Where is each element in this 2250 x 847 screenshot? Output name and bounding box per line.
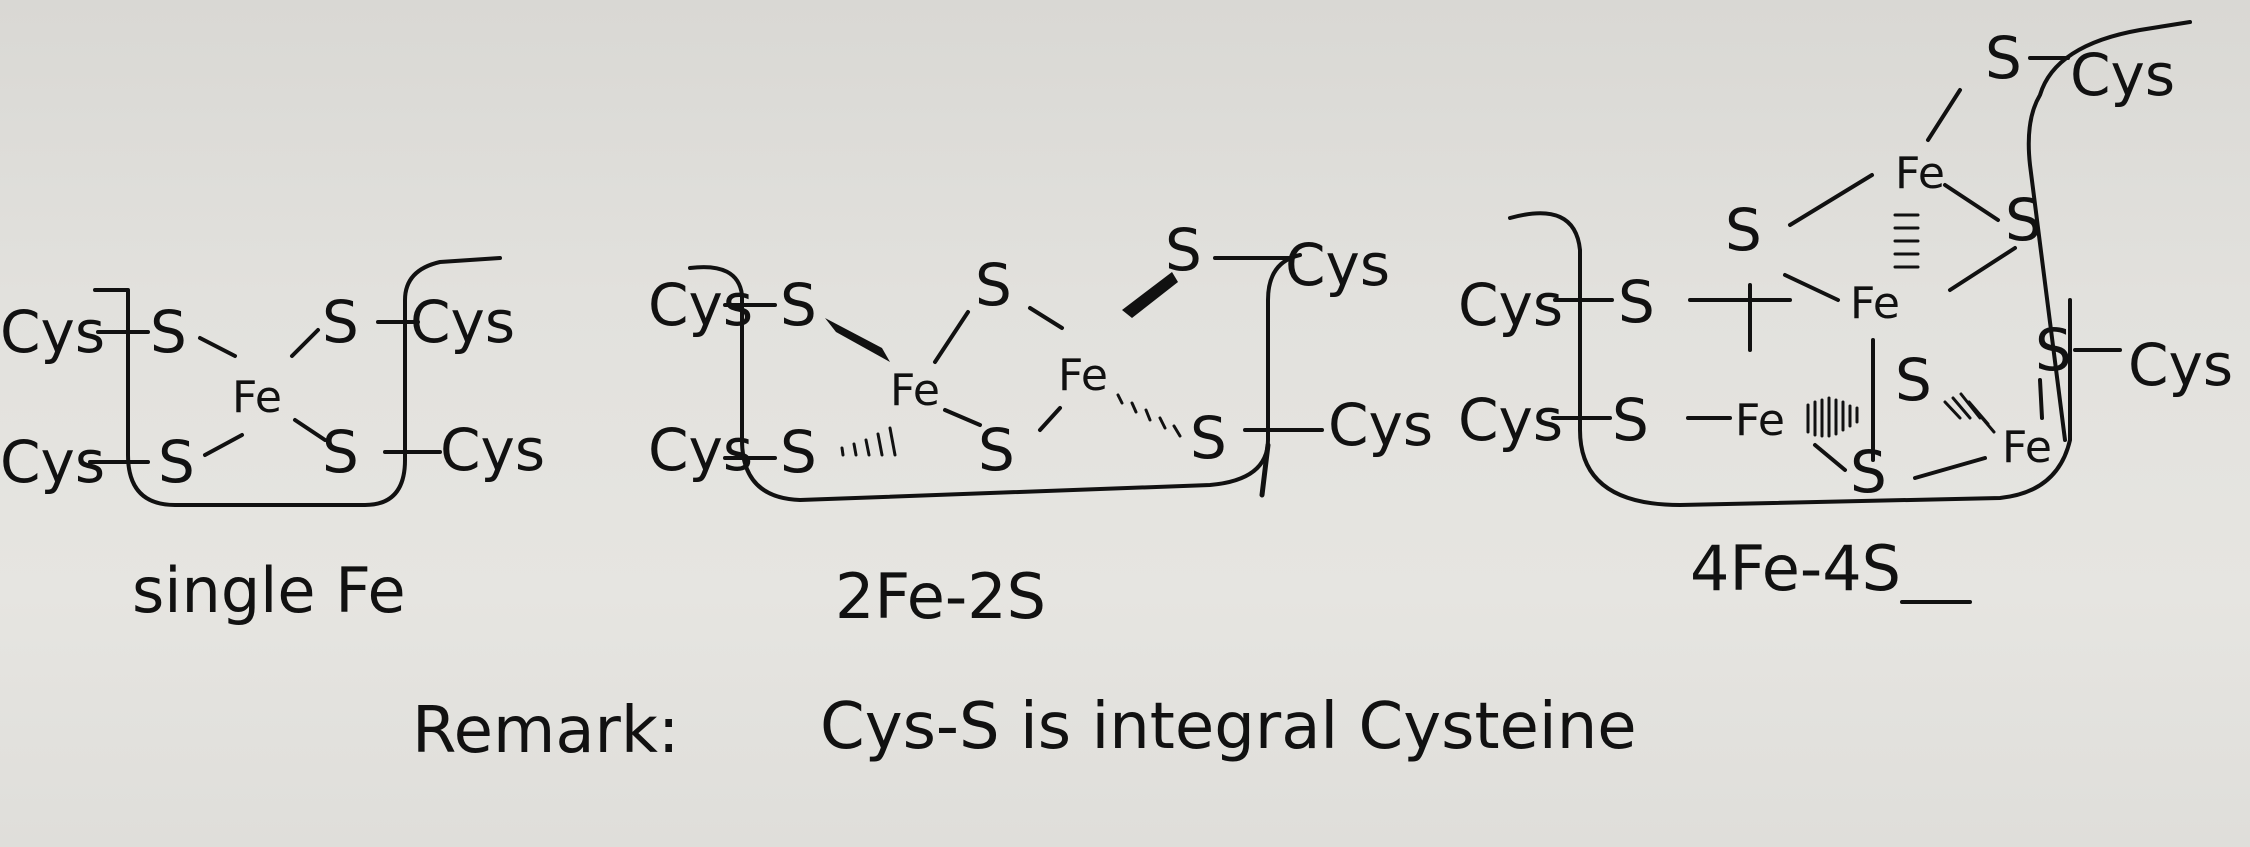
four-fe-cys-top: Cys (2070, 41, 2175, 109)
remark-text: Cys-S is integral Cysteine (820, 690, 1637, 764)
single-fe-s-bottom-left: S (158, 428, 195, 496)
four-fe-bond-fe-top-s-right (1943, 183, 2000, 222)
single-fe-s-bottom-right: S (322, 418, 359, 486)
two-fe-cys-top-right: Cys (1285, 231, 1390, 299)
single-fe-s-top-right: S (322, 288, 359, 356)
remark-label: Remark: (412, 694, 679, 768)
single-fe-cys-bottom-left: Cys (0, 428, 105, 496)
single-fe-bond-s-bl (203, 433, 244, 457)
single-fe-s-top-left: S (150, 298, 187, 366)
two-fe-wedge-left (825, 318, 890, 362)
single-fe-iron: Fe (232, 372, 282, 423)
four-fe-cys-top-left: Cys (1458, 271, 1563, 339)
four-fe-backbone-upper (2026, 20, 2192, 442)
two-fe-cys-bottom-left: Cys (648, 416, 753, 484)
four-fe-bond-s-fe-top (1926, 88, 1962, 142)
single-fe-bond-s-br (293, 418, 327, 442)
two-fe-iron-left: Fe (890, 365, 940, 416)
four-fe-bond-s-bottom-fe-right (1913, 456, 1987, 480)
four-fe-s-core-right: S (2005, 186, 2042, 254)
two-fe-hash-right (1116, 393, 1182, 438)
two-fe-caption: 2Fe-2S (835, 560, 1046, 633)
four-fe-hash-fe-left (1806, 396, 1859, 438)
four-fe-backbone-lower (1508, 211, 2072, 507)
single-fe-cys-bottom-right: Cys (440, 416, 545, 484)
four-fe-cys-bottom-left: Cys (1458, 386, 1563, 454)
four-fe-s-terminal-right: S (2035, 316, 2072, 384)
single-fe-structure: Cys Cys Cys Cys S S S S Fe single Fe (0, 256, 545, 627)
two-fe-cys-bottom-right: Cys (1328, 391, 1433, 459)
two-fe-backbone-tick (1259, 442, 1271, 498)
four-fe-dash-vertical (1893, 213, 1920, 269)
four-fe-s-core-bottom: S (1850, 438, 1887, 506)
two-fe-wedge-right (1122, 272, 1178, 318)
two-fe-bond-fe-s-top-left (933, 310, 970, 364)
four-fe-bond-s-right-fe-middle (1948, 246, 2017, 292)
four-fe-s-core-upper-left: S (1725, 196, 1762, 264)
four-fe-four-s-structure: Cys Cys Cys Cys S S S S S S S S Fe Fe Fe… (1458, 20, 2233, 605)
two-fe-bond-s-top-fe-right (1028, 306, 1064, 330)
two-fe-iron-right: Fe (1058, 350, 1108, 401)
four-fe-cys-right: Cys (2128, 331, 2233, 399)
four-fe-iron-right: Fe (2002, 422, 2052, 473)
four-fe-bond-s-upper-fe-middle (1783, 273, 1840, 302)
two-fe-s-bridge-bottom: S (978, 416, 1015, 484)
single-fe-caption: single Fe (132, 554, 406, 627)
four-fe-bond-s-upper-fe-top (1788, 173, 1874, 227)
two-fe-s-terminal-bottom-left: S (780, 418, 817, 486)
two-fe-hash-left (840, 426, 897, 457)
four-fe-s-terminal-top-left: S (1618, 268, 1655, 336)
single-fe-backbone (93, 256, 502, 507)
four-fe-s-terminal-bottom-left: S (1612, 386, 1649, 454)
four-fe-s-terminal-top: S (1985, 24, 2022, 92)
four-fe-caption: 4Fe-4S (1690, 532, 1901, 605)
single-fe-bond-s-tl (198, 336, 237, 358)
two-fe-two-s-structure: Cys Cys Cys Cys S S S S S S Fe Fe (648, 216, 1433, 633)
remark: Remark: Cys-S is integral Cysteine (412, 690, 1637, 768)
four-fe-bond-s-fe-right (2038, 378, 2044, 420)
two-fe-s-bridge-top: S (975, 251, 1012, 319)
four-fe-iron-left: Fe (1735, 395, 1785, 446)
two-fe-bond-s-bottom-fe-right (1038, 406, 1062, 432)
two-fe-backbone (688, 253, 1302, 502)
two-fe-s-terminal-top-left: S (780, 271, 817, 339)
four-fe-iron-top: Fe (1895, 148, 1945, 199)
single-fe-cys-top-right: Cys (410, 288, 515, 356)
two-fe-bond-fe-s-bottom-left (943, 408, 982, 427)
four-fe-bond-fe-left-s-bottom (1813, 443, 1847, 472)
four-fe-hash-fe-right (1943, 392, 1996, 434)
four-fe-s-core-center: S (1895, 346, 1932, 414)
single-fe-bond-s-tr (290, 328, 320, 358)
two-fe-s-terminal-bottom-right: S (1190, 404, 1227, 472)
four-fe-iron-middle: Fe (1850, 278, 1900, 329)
single-fe-cys-top-left: Cys (0, 298, 105, 366)
